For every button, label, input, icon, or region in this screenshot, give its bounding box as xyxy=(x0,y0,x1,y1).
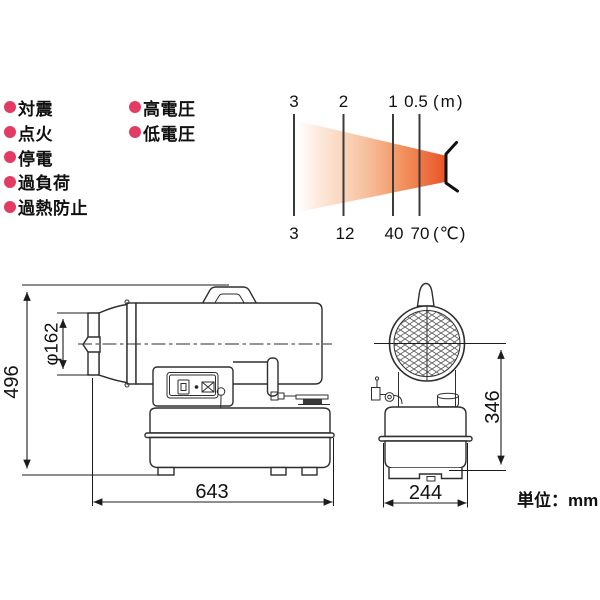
temperature-label: 70 xyxy=(411,224,430,243)
feature-item: 過負荷 xyxy=(4,169,88,194)
power-switch-icon xyxy=(177,379,190,395)
foot xyxy=(301,466,318,476)
bullet-icon xyxy=(129,101,141,114)
heat-distribution-chart: 3 2 1 0.5 (m) 3 12 40 70 (℃) xyxy=(289,92,466,243)
feature-item: 点火 xyxy=(4,120,88,145)
rear-foot-band xyxy=(388,468,463,480)
distance-gridlines xyxy=(293,114,421,216)
drain-tab xyxy=(426,476,436,482)
feature-label: 過熱防止 xyxy=(18,199,88,219)
pump-assembly xyxy=(295,394,329,400)
foot xyxy=(157,466,175,476)
distance-label: 1 xyxy=(388,92,397,111)
feature-item: 高電圧 xyxy=(129,95,196,120)
temperature-unit-label: (℃) xyxy=(433,224,466,243)
bullet-icon xyxy=(4,150,16,163)
feature-item: 低電圧 xyxy=(129,120,196,145)
bullet-icon xyxy=(4,200,16,213)
technical-drawings: 496 φ162 643 xyxy=(1,282,506,508)
temperature-label: 3 xyxy=(289,224,298,243)
fuel-tank-lower xyxy=(149,436,331,469)
rear-height-dimension: 346 xyxy=(482,390,504,423)
carry-handle xyxy=(200,286,259,307)
distance-unit-label: (m) xyxy=(433,92,464,111)
burner-symbol-icon xyxy=(201,381,215,393)
fuel-tank-upper xyxy=(149,407,331,434)
heater-outlet-icon xyxy=(444,141,459,193)
fuel-pipe xyxy=(371,376,403,405)
temperature-label: 40 xyxy=(385,224,404,243)
feature-label: 点火 xyxy=(18,124,53,144)
safety-feature-list-right: 高電圧 低電圧 xyxy=(129,95,196,145)
feature-label: 高電圧 xyxy=(143,99,196,119)
bullet-icon xyxy=(129,126,141,139)
feature-label: 対震 xyxy=(18,99,53,119)
rear-tank-lower xyxy=(384,440,467,469)
side-view-drawing: 496 φ162 643 xyxy=(1,284,335,506)
overall-length-dimension: 643 xyxy=(195,481,228,503)
feature-item: 対震 xyxy=(4,95,88,120)
distance-label: 0.5 xyxy=(404,92,428,111)
unit-note: 単位：mm xyxy=(517,491,599,510)
bullet-icon xyxy=(4,101,16,114)
foot xyxy=(270,466,287,476)
feature-label: 過負荷 xyxy=(18,174,71,194)
control-box xyxy=(152,366,234,407)
top-handle-fin xyxy=(416,282,435,307)
bullet-icon xyxy=(4,126,16,139)
overall-height-dimension: 496 xyxy=(1,365,23,398)
distance-label: 2 xyxy=(339,92,348,111)
distance-label: 3 xyxy=(289,92,298,111)
temperature-label: 12 xyxy=(336,224,355,243)
rear-view-drawing: 346 244 xyxy=(371,282,506,508)
pump-dark-block xyxy=(303,399,322,404)
support-post xyxy=(266,357,279,397)
feature-item: 過熱防止 xyxy=(4,194,88,219)
feature-item: 停電 xyxy=(4,145,88,170)
feature-label: 低電圧 xyxy=(143,124,196,144)
rear-tank-upper xyxy=(384,406,467,438)
indicator-dot xyxy=(194,385,199,389)
safety-feature-list-left: 対震 点火 停電 過負荷 過熱防止 xyxy=(4,95,88,219)
rear-width-dimension: 244 xyxy=(409,482,442,504)
nozzle-diameter-dimension: φ162 xyxy=(41,323,62,366)
bullet-icon xyxy=(4,175,16,188)
heat-cone xyxy=(298,121,445,212)
feature-label: 停電 xyxy=(18,149,53,169)
